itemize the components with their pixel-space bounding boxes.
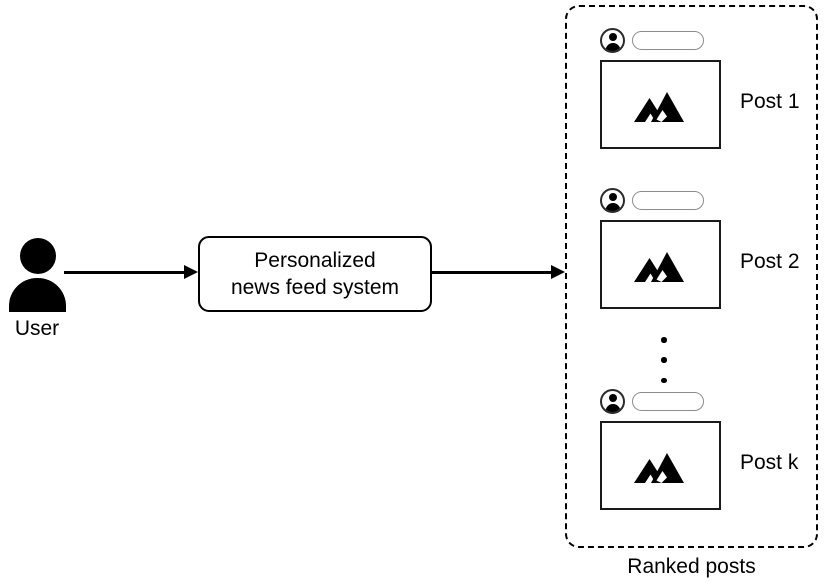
post-card: Post 2: [600, 187, 810, 330]
post-label: Post 2: [740, 250, 800, 273]
ellipsis-dot: [661, 357, 667, 363]
mountain-image-icon: [633, 452, 684, 483]
avatar-body-shape: [605, 203, 620, 211]
user-actor: User: [8, 238, 66, 348]
post-header: [600, 187, 704, 213]
avatar-head-shape: [608, 33, 617, 41]
author-name-placeholder-pill: [632, 391, 704, 411]
author-name-placeholder-pill: [632, 190, 704, 210]
arrow-user-to-system-icon: [64, 265, 198, 279]
post-label: Post k: [740, 451, 799, 474]
author-name-placeholder-pill: [632, 30, 704, 50]
person-head-icon: [20, 238, 56, 274]
post-header: [600, 388, 704, 414]
vertical-ellipsis-icon: [659, 337, 669, 383]
arrow-system-to-ranked-posts-icon: [432, 265, 565, 279]
avatar-person-icon: [600, 388, 625, 414]
post-image-frame: [600, 421, 721, 510]
post-image-frame: [600, 220, 721, 309]
mountain-image-icon: [633, 251, 684, 282]
user-label: User: [14, 317, 60, 340]
ranked-posts-caption: Ranked posts: [627, 555, 756, 578]
ellipsis-dot: [661, 377, 667, 383]
personalized-news-feed-system-box: Personalized news feed system: [198, 236, 432, 312]
arrow-shaft: [64, 271, 186, 274]
person-body-icon: [9, 278, 66, 312]
arrow-head: [551, 265, 565, 279]
post-image-frame: [600, 60, 721, 149]
avatar-person-icon: [600, 187, 625, 213]
mountain-image-icon: [633, 91, 684, 122]
system-box-label: Personalized news feed system: [230, 249, 400, 299]
post-label: Post 1: [740, 90, 800, 113]
post-card: Post k: [600, 388, 810, 531]
avatar-person-icon: [600, 27, 625, 53]
avatar-head-shape: [608, 193, 617, 201]
post-header: [600, 27, 704, 53]
avatar-head-shape: [608, 394, 617, 402]
avatar-body-shape: [605, 404, 620, 412]
arrow-head: [184, 265, 198, 279]
post-card: Post 1: [600, 27, 810, 170]
ranked-posts-container: Post 1 Post 2: [565, 5, 818, 548]
ellipsis-dot: [661, 337, 667, 343]
arrow-shaft: [432, 271, 553, 274]
avatar-body-shape: [605, 43, 620, 51]
